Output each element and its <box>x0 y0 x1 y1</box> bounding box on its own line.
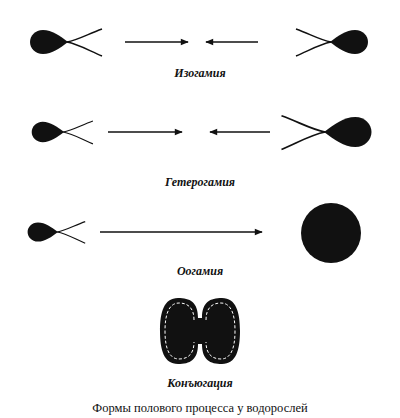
process-label: Изогамия <box>174 66 225 81</box>
gamete <box>32 121 93 144</box>
conjugating-cells <box>160 298 240 364</box>
gamete <box>30 29 102 56</box>
process-label: Конъюгация <box>167 376 232 391</box>
process-label: Оогамия <box>177 264 223 279</box>
gamete <box>282 116 372 150</box>
arrow <box>100 231 262 232</box>
process-label: Гетерогамия <box>165 175 235 190</box>
figure-caption: Формы полового процесса у водорослей <box>92 401 307 416</box>
gamete <box>296 29 368 56</box>
arrow <box>206 41 258 42</box>
egg-cell <box>301 203 361 263</box>
arrow <box>210 131 270 132</box>
gamete <box>28 222 86 244</box>
arrow <box>125 41 188 42</box>
arrow <box>108 131 182 132</box>
